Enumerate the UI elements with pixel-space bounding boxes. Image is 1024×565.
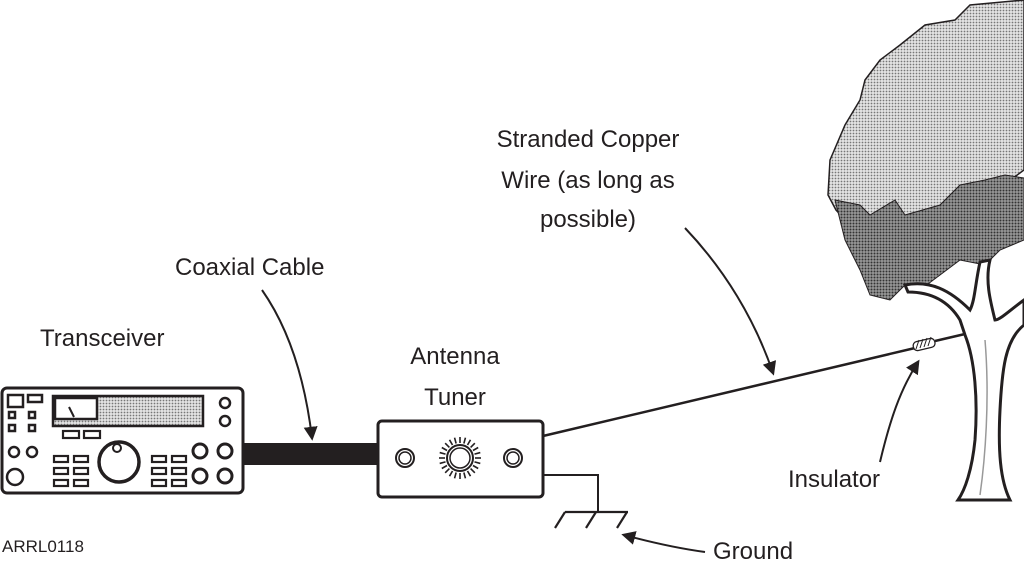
transceiver <box>0 386 245 495</box>
coax-label: Coaxial Cable <box>175 254 325 281</box>
ground-wire <box>543 474 599 512</box>
knob-tick <box>453 472 457 479</box>
wire-label-line3: possible) <box>539 206 637 233</box>
knob-tick <box>474 461 481 465</box>
wire-label-line2: Wire (as long as <box>501 167 675 194</box>
knob-tick <box>448 470 454 477</box>
knob-tick <box>441 464 448 470</box>
knob-tick <box>472 446 479 452</box>
knob-tick <box>470 468 476 474</box>
knob-tick <box>448 439 454 446</box>
tree-canopy-shadow <box>834 174 1024 301</box>
knob-tick <box>466 470 472 477</box>
copper-wire <box>542 346 916 438</box>
ground-symbol <box>554 510 628 529</box>
knob-tick <box>466 439 472 446</box>
knob-tick <box>474 451 481 455</box>
knob-tick <box>439 461 446 465</box>
tuner-label-line2: Tuner <box>424 384 486 411</box>
antenna-tuner <box>376 419 545 499</box>
knob-tick <box>472 464 479 470</box>
knob-tick <box>463 437 467 444</box>
coaxial-cable <box>243 443 378 465</box>
knob-tick <box>444 468 450 474</box>
knob-tick <box>441 446 448 452</box>
callout-arrows <box>261 227 920 553</box>
knob-tick <box>444 442 450 448</box>
wire-label-line1: Stranded Copper <box>496 126 680 153</box>
transceiver-label: Transceiver <box>40 325 165 352</box>
knob-tick <box>453 437 457 444</box>
ground-label: Ground <box>713 538 794 565</box>
figure-id: ARRL0118 <box>2 537 84 556</box>
knob-tick <box>470 442 476 448</box>
tree <box>827 0 1024 502</box>
insulator-label: Insulator <box>788 466 881 493</box>
knob-tick <box>439 451 446 455</box>
tuner-label-line1: Antenna <box>410 343 500 370</box>
knob-tick <box>463 472 467 479</box>
insulator <box>912 336 936 352</box>
tree-trunk <box>902 258 1024 502</box>
